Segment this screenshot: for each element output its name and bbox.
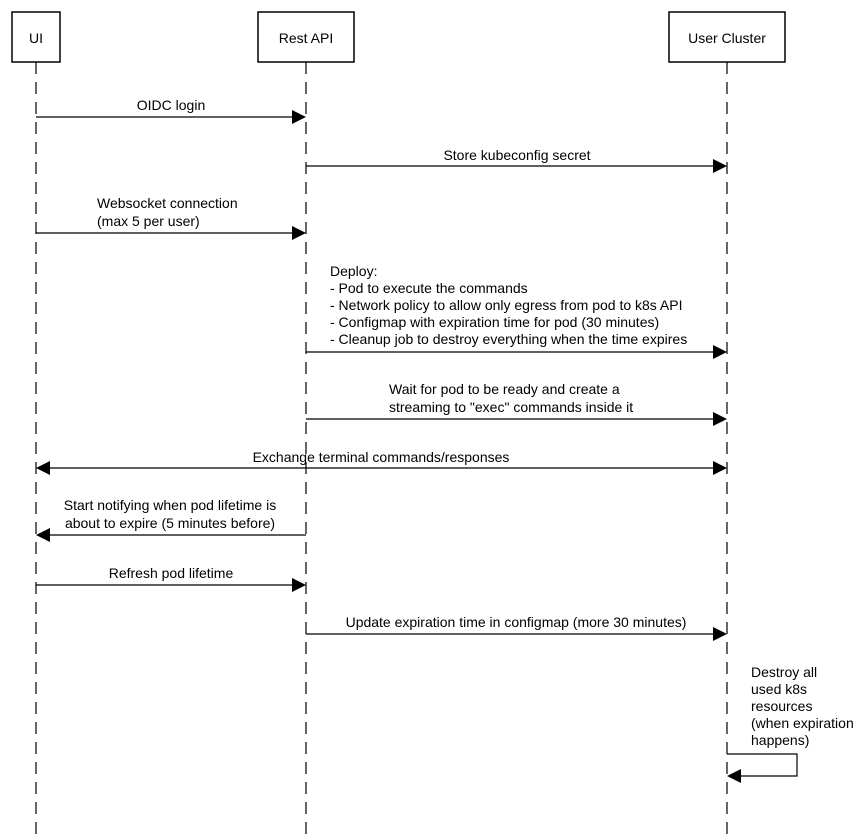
message-deploy: Deploy: - Pod to execute the commands - … (306, 263, 727, 359)
message-websocket-connection: Websocket connection (max 5 per user) (36, 195, 306, 240)
actor-rest-api-label: Rest API (279, 30, 333, 46)
arrow-head (727, 769, 741, 783)
arrow-head (713, 627, 727, 641)
message-label: Deploy: (330, 263, 377, 279)
arrow-head (292, 578, 306, 592)
message-oidc-login: OIDC login (36, 97, 306, 124)
actor-rest-api: Rest API (257, 11, 355, 63)
arrow-head (36, 528, 50, 542)
message-start-notifying: Start notifying when pod lifetime is abo… (36, 497, 306, 542)
message-label: Destroy all (751, 664, 817, 680)
message-label: Store kubeconfig secret (443, 147, 590, 163)
message-label: (when expiration (751, 715, 854, 731)
message-label: - Network policy to allow only egress fr… (330, 297, 682, 313)
message-destroy-resources: Destroy all used k8s resources (when exp… (727, 664, 854, 783)
actor-user-cluster: User Cluster (668, 11, 786, 63)
arrow-head (713, 159, 727, 173)
arrow-head (292, 110, 306, 124)
actor-ui: UI (11, 11, 61, 63)
message-label: Refresh pod lifetime (109, 565, 234, 581)
message-exchange-terminal: Exchange terminal commands/responses (36, 449, 727, 475)
message-label: used k8s (751, 681, 807, 697)
message-label: Start notifying when pod lifetime is (64, 497, 276, 513)
message-label: Websocket connection (97, 195, 238, 211)
arrow-head-right (713, 461, 727, 475)
message-label: - Cleanup job to destroy everything when… (330, 331, 687, 347)
message-label: Exchange terminal commands/responses (253, 449, 510, 465)
message-update-expiration-time: Update expiration time in configmap (mor… (306, 614, 727, 641)
message-label: - Configmap with expiration time for pod… (330, 314, 659, 330)
message-label: OIDC login (137, 97, 205, 113)
message-label: (max 5 per user) (97, 213, 200, 229)
message-wait-for-pod: Wait for pod to be ready and create a st… (306, 381, 727, 426)
message-label: Update expiration time in configmap (mor… (346, 614, 687, 630)
actor-ui-label: UI (29, 30, 43, 46)
arrow-head-left (36, 461, 50, 475)
message-label: resources (751, 698, 812, 714)
message-label: Wait for pod to be ready and create a (389, 381, 620, 397)
message-label: happens) (751, 732, 809, 748)
message-label: streaming to "exec" commands inside it (389, 399, 633, 415)
arrow-head (713, 412, 727, 426)
message-refresh-pod-lifetime: Refresh pod lifetime (36, 565, 306, 592)
message-label: about to expire (5 minutes before) (65, 515, 275, 531)
message-store-kubeconfig-secret: Store kubeconfig secret (306, 147, 727, 173)
actor-user-cluster-label: User Cluster (688, 30, 766, 46)
arrow-head (292, 226, 306, 240)
message-label: - Pod to execute the commands (330, 280, 528, 296)
arrow-head (713, 345, 727, 359)
